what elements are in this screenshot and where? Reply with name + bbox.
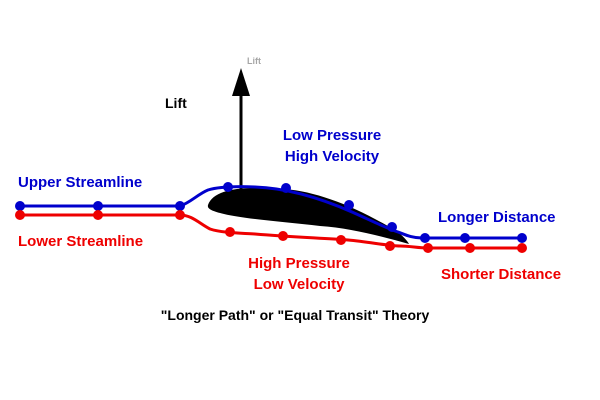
upper-streamline-label: Upper Streamline (18, 174, 142, 191)
lower-marker (225, 227, 235, 237)
upper-marker (420, 233, 430, 243)
upper-marker (223, 182, 233, 192)
upper-streamline-path (20, 185, 522, 240)
upper-marker (281, 183, 291, 193)
lower-streamline-label: Lower Streamline (18, 233, 143, 250)
upper-marker (175, 201, 185, 211)
diagram-caption: "Longer Path" or "Equal Transit" Theory (161, 307, 430, 323)
upper-region-label-line2: High Velocity (285, 148, 380, 165)
upper-marker (387, 222, 397, 232)
upper-marker (15, 201, 25, 211)
upper-streamline-markers (15, 182, 527, 243)
lift-arrow (232, 68, 250, 205)
lower-marker (465, 243, 475, 253)
upper-marker (344, 200, 354, 210)
upper-marker (93, 201, 103, 211)
lift-label: Lift (165, 95, 187, 111)
lift-arrow-head (232, 68, 250, 96)
upper-marker (460, 233, 470, 243)
lower-marker (278, 231, 288, 241)
lower-region-label-line2: Low Velocity (254, 276, 346, 293)
lower-streamline-path (20, 213, 522, 250)
lift-arrow-tip-label: Lift (247, 56, 261, 66)
upper-region-label-line1: Low Pressure (283, 127, 381, 144)
lower-marker (15, 210, 25, 220)
lower-marker (175, 210, 185, 220)
airfoil (207, 187, 409, 244)
longer-distance-label: Longer Distance (438, 209, 556, 226)
lower-marker (336, 235, 346, 245)
lower-marker (517, 243, 527, 253)
lower-marker (423, 243, 433, 253)
lower-region-label-line1: High Pressure (248, 255, 350, 272)
lower-streamline-markers (15, 210, 527, 253)
upper-marker (517, 233, 527, 243)
lower-marker (385, 241, 395, 251)
shorter-distance-label: Shorter Distance (441, 266, 561, 283)
lower-marker (93, 210, 103, 220)
